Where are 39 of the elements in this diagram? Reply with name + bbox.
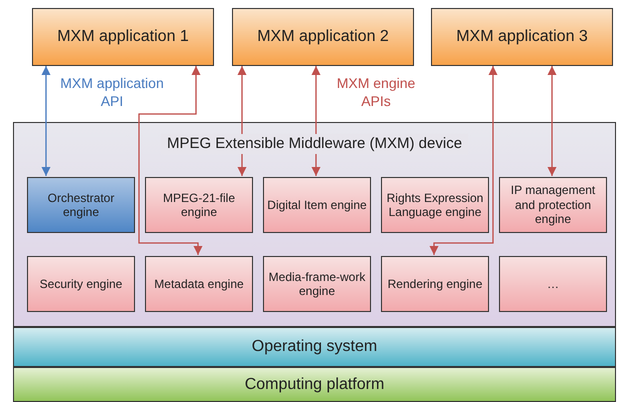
arrow: [548, 66, 556, 176]
node-label: Media-frame-work engine: [268, 270, 366, 298]
node-label: Metadata engine: [153, 276, 245, 292]
layer-band: [13, 327, 616, 367]
engine-box: [499, 256, 607, 312]
engine-box: [499, 177, 607, 233]
application-box: [32, 8, 214, 66]
node-label: Digital Item engine: [266, 198, 368, 212]
arrow: [430, 66, 498, 255]
arrow: [42, 66, 50, 176]
arrow: [238, 66, 246, 176]
arrow: [138, 66, 202, 255]
node-label: MPEG-21-file engine: [162, 190, 236, 220]
node-label: Orchestrator engine: [46, 190, 116, 220]
node-label: Security engine: [38, 276, 124, 292]
device-box: [13, 122, 616, 327]
node-label: IP management and protection engine: [510, 183, 596, 227]
node-label: Rendering engine: [386, 276, 484, 292]
engine-box: [263, 256, 371, 312]
engine-box: [27, 256, 135, 312]
node-label: MXM application 1: [56, 27, 190, 47]
engine-box: [381, 256, 489, 312]
arrow: [312, 66, 320, 176]
api-label: MXM application API: [59, 74, 165, 110]
node-label: Rights Expression Language engine: [386, 190, 484, 220]
engine-box: [381, 177, 489, 233]
engine-box: [145, 256, 253, 312]
engine-box: [27, 177, 135, 233]
node-label: MXM application 3: [455, 27, 589, 47]
node-label: …: [546, 276, 560, 292]
engine-box: [263, 177, 371, 233]
node-label: MXM application 2: [256, 27, 390, 47]
application-box: [431, 8, 613, 66]
api-label: MXM engine APIs: [336, 74, 416, 110]
node-label: Operating system: [250, 337, 378, 357]
node-label: Computing platform: [244, 374, 386, 394]
engine-box: [145, 177, 253, 233]
application-box: [232, 8, 414, 66]
layer-band: [13, 367, 616, 402]
